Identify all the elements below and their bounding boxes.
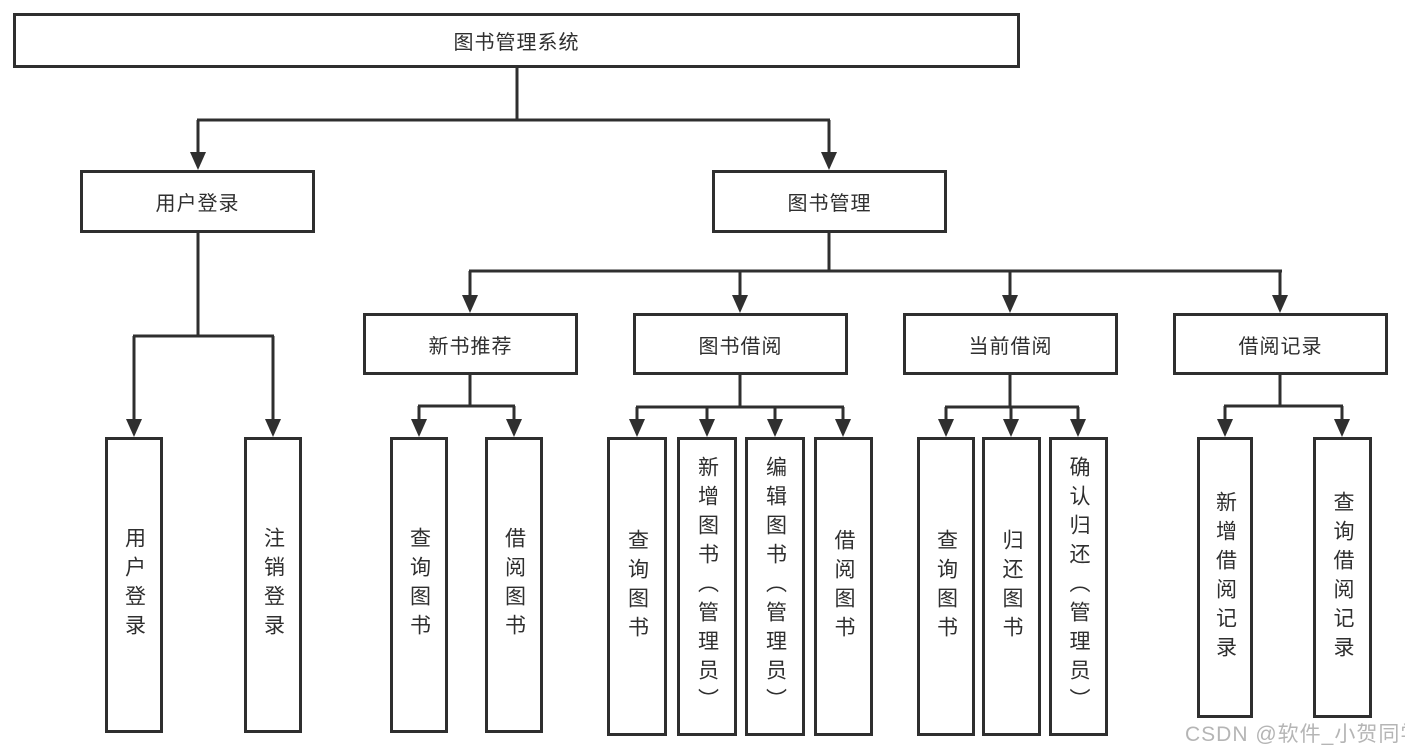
node-root-system: 图书管理系统 [13, 13, 1020, 68]
section-label: 新书推荐 [428, 335, 513, 358]
leaf-label: 查询图书 [407, 527, 431, 643]
leaf-confirm-return-admin: 确认归还（管理员） [1049, 437, 1108, 736]
leaf-label: 归还图书 [1000, 528, 1023, 645]
leaf-query-borrow-record: 查询借阅记录 [1313, 437, 1372, 718]
leaf-label: 用户登录 [122, 527, 146, 643]
node-root-label: 图书管理系统 [453, 32, 580, 54]
connector-userlogin-leaves [126, 233, 281, 437]
leaf-query-book-1: 查询图书 [390, 437, 448, 733]
node-user-login-branch: 用户登录 [80, 170, 315, 233]
connector-record-leaves [1217, 375, 1350, 437]
leaf-return-book: 归还图书 [982, 437, 1041, 736]
leaf-edit-book-admin: 编辑图书（管理员） [745, 437, 805, 736]
leaf-user-login: 用户登录 [105, 437, 163, 733]
section-label: 借阅记录 [1238, 335, 1323, 358]
leaf-query-book-3: 查询图书 [917, 437, 975, 736]
node-book-borrowing: 图书借阅 [633, 313, 848, 375]
section-label: 图书借阅 [698, 335, 783, 358]
leaf-query-book-2: 查询图书 [607, 437, 667, 736]
node-new-book-recommend: 新书推荐 [363, 313, 578, 375]
node-user-login-label: 用户登录 [155, 193, 240, 215]
node-book-management-branch: 图书管理 [712, 170, 947, 233]
node-current-borrowing: 当前借阅 [903, 313, 1118, 375]
leaf-label: 查询借阅记录 [1331, 490, 1354, 665]
node-book-management-label: 图书管理 [787, 193, 872, 215]
leaf-label: 查询图书 [934, 528, 958, 645]
connector-newbook-leaves [411, 375, 522, 437]
leaf-label: 借阅图书 [832, 528, 855, 645]
leaf-add-book-admin: 新增图书（管理员） [677, 437, 737, 736]
leaf-label: 借阅图书 [502, 527, 526, 643]
leaf-logout: 注销登录 [244, 437, 302, 733]
leaf-label: 确认归还（管理员） [1067, 456, 1090, 717]
connector-root-to-level2 [190, 68, 837, 170]
leaf-borrow-book-2: 借阅图书 [814, 437, 873, 736]
node-borrowing-records: 借阅记录 [1173, 313, 1388, 375]
section-label: 当前借阅 [968, 335, 1053, 358]
connector-current-leaves [938, 375, 1086, 437]
leaf-label: 新增图书（管理员） [695, 456, 719, 717]
leaf-label: 编辑图书（管理员） [763, 456, 787, 717]
connector-bookmgmt-to-sections [462, 233, 1288, 313]
leaf-label: 新增借阅记录 [1213, 490, 1237, 665]
leaf-label: 查询图书 [625, 528, 649, 645]
leaf-label: 注销登录 [261, 527, 285, 643]
watermark: CSDN @软件_小贺同学 [1185, 723, 1405, 746]
leaf-add-borrow-record: 新增借阅记录 [1197, 437, 1253, 718]
connector-borrow-leaves [629, 375, 851, 437]
leaf-borrow-book-1: 借阅图书 [485, 437, 543, 733]
